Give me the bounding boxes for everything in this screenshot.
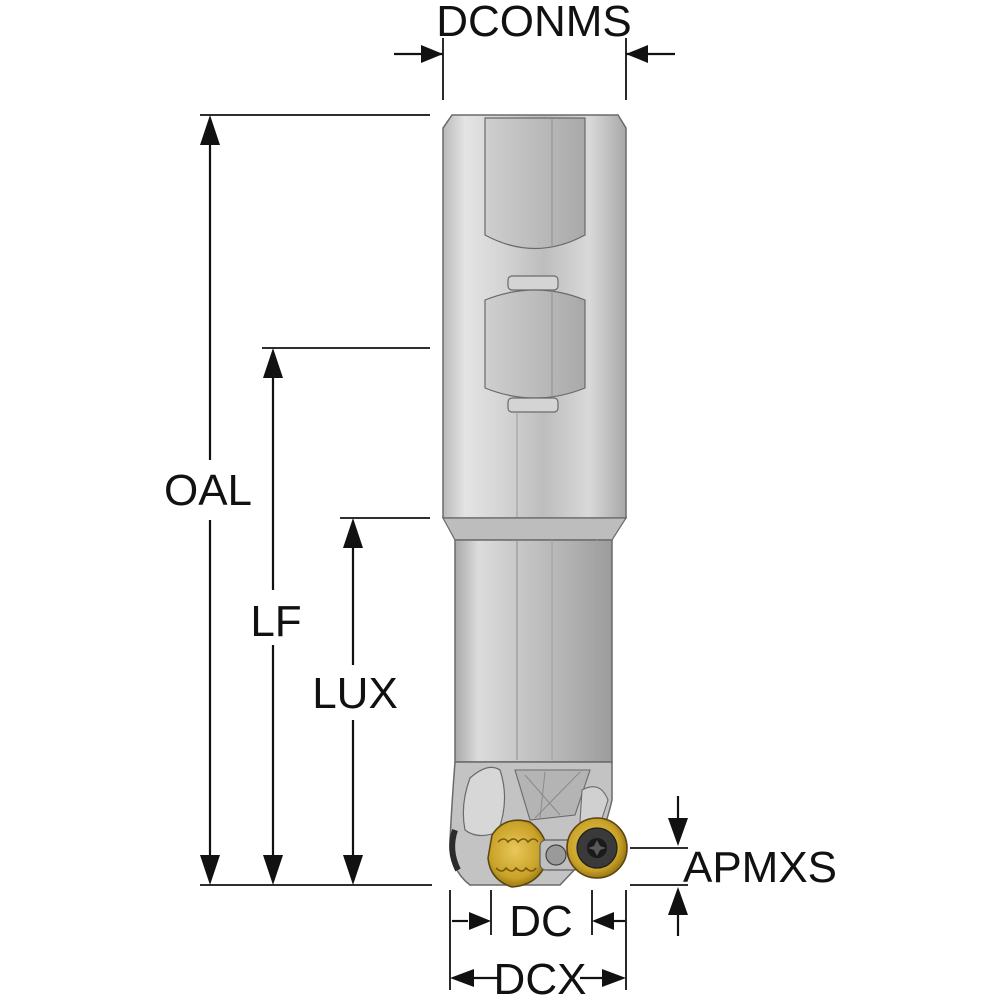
label-dc: DC <box>509 897 573 946</box>
round-insert-right <box>566 817 628 879</box>
dimension-dc: DC <box>449 890 627 990</box>
label-lf: LF <box>250 597 301 646</box>
dimension-apmxs: APMXS <box>630 796 837 936</box>
dimension-annotations: DCONMS OAL LF <box>164 0 837 1000</box>
dimension-dconms: DCONMS <box>394 0 675 100</box>
dimension-dcx: DCX <box>450 955 626 1000</box>
weldon-collar-top <box>507 275 559 291</box>
label-apmxs: APMXS <box>683 843 837 892</box>
tool-shoulder <box>441 517 628 541</box>
chip-pocket-center <box>514 769 591 821</box>
tool-neck <box>454 539 613 763</box>
weldon-flat-upper <box>484 117 586 249</box>
end-mill-tool <box>441 114 628 888</box>
dimension-lux: LUX <box>312 518 398 885</box>
label-oal: OAL <box>164 466 252 515</box>
dimension-oal: OAL <box>164 115 252 885</box>
label-dconms: DCONMS <box>436 0 632 46</box>
weldon-collar-bottom <box>507 397 559 413</box>
clamp-screw <box>545 844 567 866</box>
dimension-lf: LF <box>250 348 302 885</box>
weldon-flat-lower <box>484 289 586 399</box>
label-dcx: DCX <box>494 955 587 1000</box>
label-lux: LUX <box>312 669 398 718</box>
